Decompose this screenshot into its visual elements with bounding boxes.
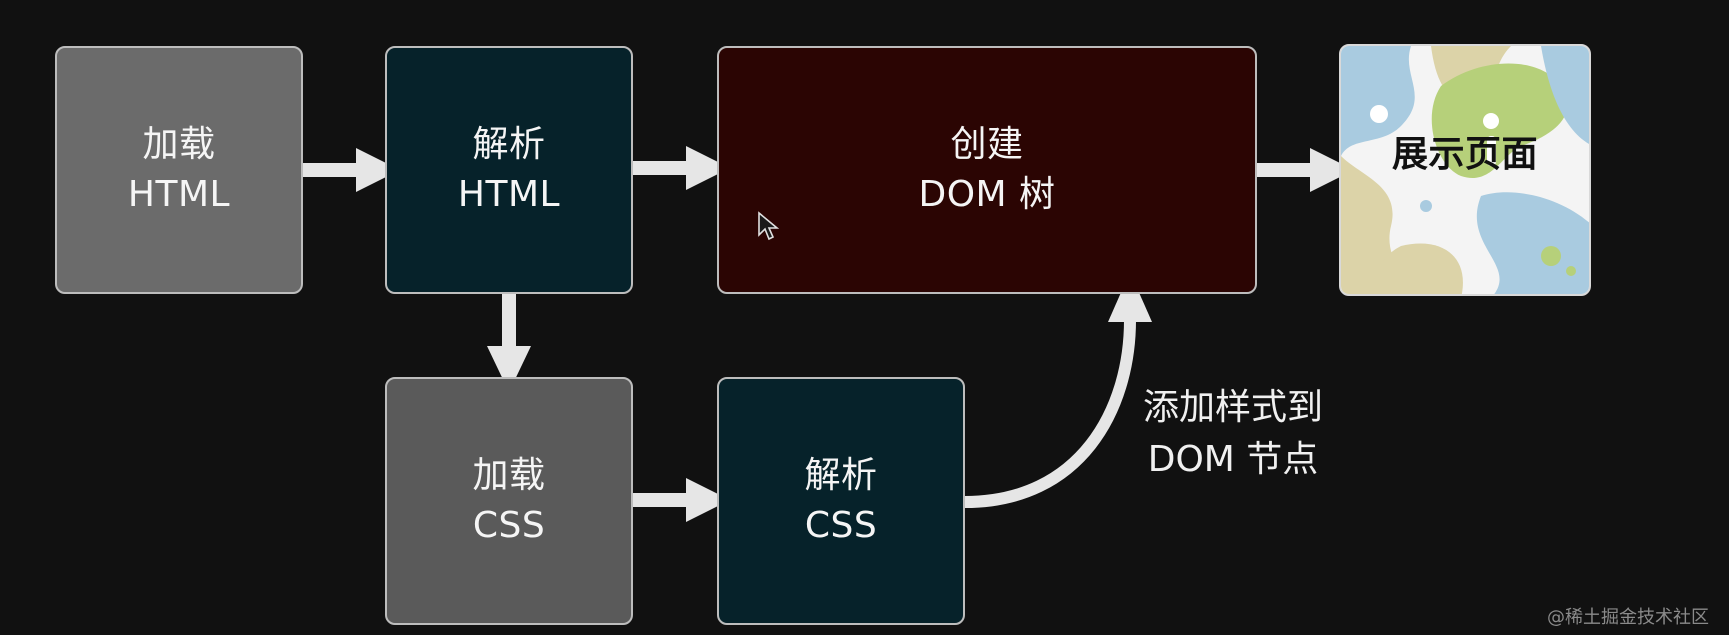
load-css-label-line2: CSS (472, 505, 546, 546)
load-html-label-line2: HTML (127, 174, 231, 215)
arrow-load-css-to-parse-css (633, 478, 730, 522)
annotation-line1: 添加样式到 (1142, 387, 1323, 428)
load-html-box: 加载 HTML (55, 46, 303, 294)
create-dom-label-line2: DOM 树 (918, 174, 1056, 215)
parse-css-label-line2: CSS (804, 505, 878, 546)
annotation-line2: DOM 节点 (1147, 439, 1319, 480)
arrow-parse-css-to-create-dom (964, 272, 1152, 508)
load-css-label-line1: 加载 (472, 455, 546, 496)
parse-html-label-line1: 解析 (472, 124, 546, 165)
parse-css-box: 解析 CSS (717, 377, 965, 625)
mouse-cursor-icon (758, 211, 780, 241)
arrow-parse-html-to-load-css (487, 294, 531, 392)
parse-css-label-line1: 解析 (804, 455, 878, 496)
arrow-load-html-to-parse-html (303, 148, 400, 192)
arrow-parse-html-to-create-dom (633, 146, 730, 190)
abstract-page-illustration (1341, 46, 1589, 294)
create-dom-box: 创建 DOM 树 (717, 46, 1257, 294)
load-css-box: 加载 CSS (385, 377, 633, 625)
parse-html-box: 解析 HTML (385, 46, 633, 294)
create-dom-label-line1: 创建 (950, 124, 1024, 165)
watermark: @稀土掘金技术社区 (1547, 607, 1709, 628)
parse-html-label-line2: HTML (457, 174, 561, 215)
add-style-annotation: 添加样式到 DOM 节点 (1118, 382, 1348, 486)
display-page-box: 展示页面 (1339, 44, 1591, 296)
display-page-label: 展示页面 (1391, 134, 1538, 175)
arrow-create-dom-to-display-page (1257, 148, 1354, 192)
load-html-label-line1: 加载 (142, 124, 216, 165)
